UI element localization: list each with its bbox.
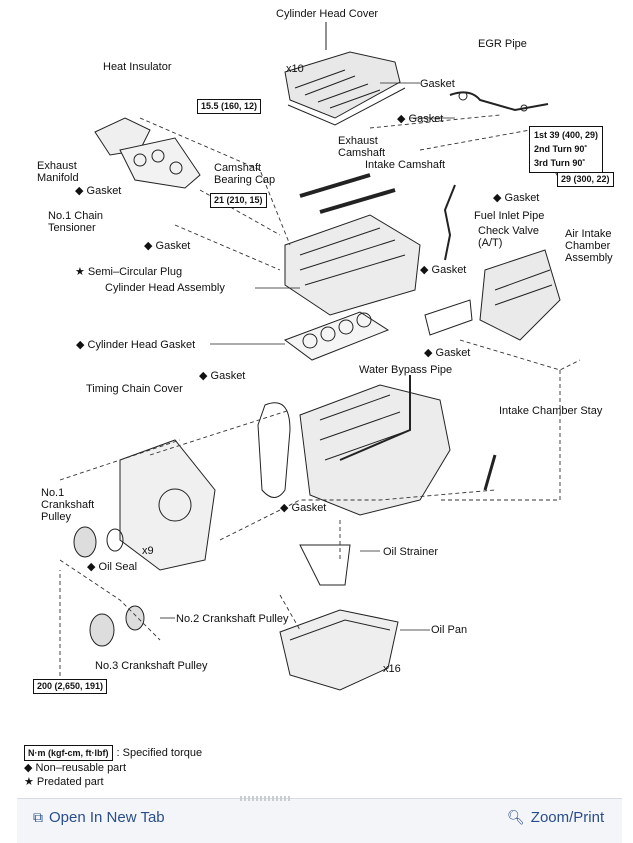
torque-box-sequence: 1st 39 (400, 29) 2nd Turn 90˚ 3rd Turn 9…: [529, 126, 604, 173]
zoom-print-label: Zoom/Print: [530, 809, 605, 826]
engine-block-shape: [299, 384, 451, 516]
label-check-valve: Check Valve (A/T): [478, 225, 539, 249]
intake-camshaft-shape: [319, 188, 396, 214]
water-bypass-pipe-shape: [339, 375, 411, 461]
exhaust-manifold-shape: [119, 137, 201, 189]
no1-crankshaft-pulley-shape: [73, 526, 97, 558]
label-exhaust-camshaft: Exhaust Camshaft: [338, 135, 386, 159]
exhaust-camshaft-shape: [299, 173, 371, 198]
label-no3-crankshaft-pulley: No.3 Crankshaft Pulley: [95, 660, 208, 672]
label-no1-chain-tensioner: No.1 Chain Tensioner: [48, 210, 104, 234]
air-intake-chamber-shape: [479, 249, 561, 341]
label-gasket-check: ◆ Gasket: [420, 264, 467, 276]
label-cylinder-head-cover: Cylinder Head Cover: [276, 8, 379, 20]
open-in-new-tab-button[interactable]: ⧉ Open In New Tab: [33, 809, 165, 826]
zoom-print-button[interactable]: 🔍︎ Zoom/Print: [507, 809, 604, 826]
label-cylinder-head-gasket: ◆ Cylinder Head Gasket: [76, 339, 196, 351]
torque-box-200: 200 (2,650, 191): [33, 679, 108, 694]
label-fuel-inlet-pipe: Fuel Inlet Pipe: [474, 210, 545, 222]
legend-torque-key: N·m (kgf-cm, ft·lbf): [24, 745, 113, 761]
label-exhaust-manifold: Exhaust Manifold: [37, 160, 79, 184]
label-gasket-fuel: ◆ Gasket: [493, 192, 540, 204]
legend-precoated: ★ Predated part: [24, 776, 104, 788]
cylinder-head-gasket-shape: [283, 311, 390, 361]
label-gasket-tensioner: ◆ Gasket: [144, 240, 191, 252]
label-no2-crankshaft-pulley: No.2 Crankshaft Pulley: [176, 613, 289, 625]
label-egr-pipe: EGR Pipe: [478, 38, 527, 50]
open-in-new-tab-label: Open In New Tab: [49, 809, 165, 826]
torque-step-2: 2nd Turn 90˚: [534, 144, 588, 154]
label-water-bypass-pipe: Water Bypass Pipe: [359, 364, 453, 376]
legend: N·m (kgf-cm, ft·lbf) : Specified torque …: [24, 745, 202, 789]
label-x16: x16: [383, 663, 401, 675]
no3-crankshaft-pulley-shape: [89, 613, 115, 647]
label-gasket-cover2: ◆ Gasket: [199, 370, 246, 382]
label-oil-pan: Oil Pan: [431, 624, 468, 636]
legend-nonreusable: ◆ Non–reusable part: [24, 762, 127, 774]
label-x10: x10: [286, 63, 304, 75]
torque-box-15-5: 15.5 (160, 12): [197, 99, 262, 114]
label-gasket-egr: ◆ Gasket: [397, 113, 444, 125]
fuel-inlet-pipe-shape: [443, 184, 456, 261]
image-toolbar: ⧉ Open In New Tab 🔍︎ Zoom/Print: [17, 796, 622, 843]
label-camshaft-bearing-cap: Camshaft Bearing Cap: [214, 162, 276, 186]
label-gasket-strainer: ◆ Gasket: [280, 502, 327, 514]
torque-box-29: 29 (300, 22): [557, 172, 614, 187]
legend-torque-row: N·m (kgf-cm, ft·lbf) : Specified torque: [24, 745, 202, 761]
cylinder-head-cover-shape: [284, 51, 401, 119]
label-air-intake-chamber: Air Intake Chamber Assembly: [565, 228, 613, 264]
label-oil-seal: ◆ Oil Seal: [87, 561, 138, 573]
oil-seal-shape: [106, 528, 124, 552]
label-heat-insulator: Heat Insulator: [103, 61, 172, 73]
resize-grip[interactable]: [240, 796, 290, 801]
torque-step-3: 3rd Turn 90˚: [534, 158, 586, 168]
open-tab-icon: ⧉: [33, 809, 43, 825]
timing-chain-cover-shape: [119, 439, 216, 571]
intake-chamber-stay-shape: [483, 454, 497, 491]
label-no1-crankshaft-pulley: No.1 Crankshaft Pulley: [41, 487, 95, 523]
label-intake-camshaft: Intake Camshaft: [365, 159, 446, 171]
label-gasket-intake: ◆ Gasket: [424, 347, 471, 359]
legend-torque-desc: : Specified torque: [116, 747, 203, 759]
oil-strainer-shape: [299, 544, 351, 586]
label-timing-chain-cover: Timing Chain Cover: [86, 383, 183, 395]
label-semi-circular-plug: ★ Semi–Circular Plug: [75, 266, 183, 278]
label-gasket-cover: Gasket: [420, 78, 455, 90]
label-oil-strainer: Oil Strainer: [383, 546, 439, 558]
label-intake-chamber-stay: Intake Chamber Stay: [499, 405, 603, 417]
no2-crankshaft-pulley-shape: [125, 605, 145, 631]
oil-pan-shape: [279, 609, 399, 691]
egr-pipe-shape: [449, 91, 549, 112]
timing-chain-shape: [257, 402, 291, 498]
torque-step-1: 1st 39 (400, 29): [534, 130, 599, 140]
label-x9: x9: [142, 545, 154, 557]
engine-exploded-diagram: [59, 22, 581, 691]
label-gasket-manifold: ◆ Gasket: [75, 185, 122, 197]
heat-insulator-shape: [94, 117, 151, 156]
label-cylinder-head-assembly: Cylinder Head Assembly: [105, 282, 225, 294]
torque-box-21: 21 (210, 15): [210, 193, 267, 208]
zoom-icon: 🔍︎: [507, 809, 525, 825]
cylinder-head-assembly-shape: [284, 214, 421, 316]
